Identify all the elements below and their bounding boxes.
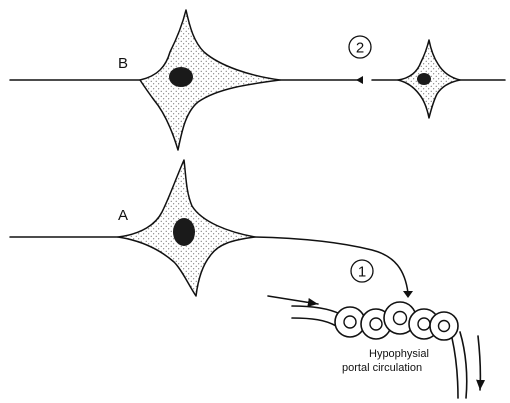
axon-terminal — [356, 76, 363, 84]
neuron-a-label: A — [118, 207, 128, 224]
neuron-b-nucleus — [169, 67, 193, 87]
outflow-vessel-left — [452, 338, 458, 398]
neuron-b-soma — [140, 10, 280, 150]
inflow-arrow — [268, 296, 318, 304]
target-neuron-nucleus — [417, 73, 431, 85]
marker-1: 1 — [351, 260, 373, 282]
inflow-vessel-upper — [292, 306, 340, 314]
inflow-vessel-lower — [292, 318, 336, 326]
portal-circulation: Hypophysial portal circulation — [268, 296, 480, 398]
neuron-a-nucleus — [173, 218, 195, 246]
neuron-b-label: B — [118, 55, 128, 72]
capillary-loops — [335, 302, 458, 340]
caption-line-1: Hypophysial — [369, 348, 429, 360]
target-neuron — [372, 40, 505, 118]
marker-1-label: 1 — [358, 264, 366, 281]
outflow-arrow — [478, 336, 480, 390]
neuron-a-axon — [255, 237, 408, 293]
caption-line-2: portal circulation — [342, 362, 422, 374]
marker-2-label: 2 — [356, 40, 364, 57]
neuron-b — [10, 10, 363, 150]
marker-2: 2 — [349, 36, 371, 58]
neuron-a-terminal — [403, 291, 413, 298]
outflow-vessel-right — [460, 332, 467, 398]
